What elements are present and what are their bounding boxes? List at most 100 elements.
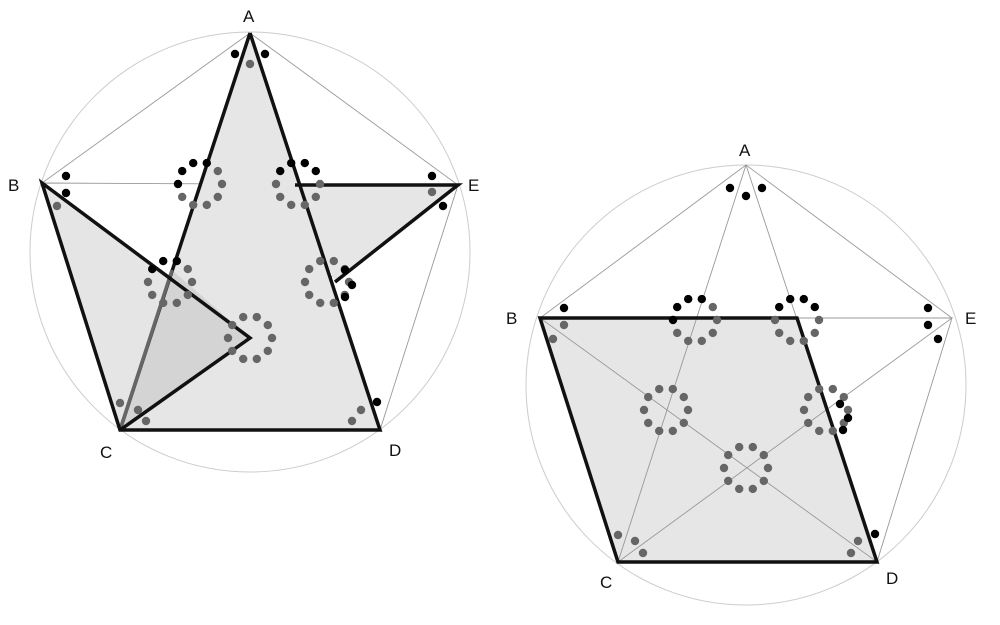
angle-dot	[287, 158, 296, 168]
angle-dot	[748, 484, 757, 494]
vertex-label-b: B	[8, 176, 19, 195]
angle-dot	[741, 191, 751, 201]
angle-dot	[61, 188, 71, 198]
angle-dot	[133, 405, 143, 415]
angle-dot	[228, 320, 237, 330]
angle-dot	[804, 418, 813, 428]
angle-dot	[189, 200, 198, 210]
angle-dot	[187, 277, 197, 287]
angle-dot	[839, 392, 848, 402]
angle-dot	[712, 315, 722, 325]
angle-dot	[329, 256, 338, 266]
angle-dot	[668, 315, 678, 325]
angle-dot	[843, 405, 853, 415]
angle-dot	[748, 442, 757, 452]
overlap-region	[120, 270, 250, 430]
angle-dot	[172, 298, 181, 308]
angle-dot	[178, 192, 187, 202]
angle-dot	[143, 277, 153, 287]
angle-dot	[759, 476, 768, 486]
angle-dot	[230, 49, 240, 59]
angle-dot	[228, 346, 237, 356]
angle-dot	[172, 256, 181, 266]
angle-dot	[725, 183, 735, 193]
vertex-label-e: E	[965, 309, 976, 328]
angle-dot	[613, 530, 623, 540]
angle-dot	[697, 294, 706, 304]
angle-dot	[300, 277, 310, 287]
angle-dot	[347, 280, 357, 290]
angle-dot	[148, 290, 157, 300]
angle-dot	[786, 294, 795, 304]
angle-dot	[923, 320, 933, 330]
angle-dot	[735, 484, 744, 494]
angle-dot	[347, 416, 357, 426]
angle-dot	[267, 333, 277, 343]
angle-dot	[804, 392, 813, 402]
vertex-label-c: C	[100, 443, 112, 462]
angle-dot	[673, 328, 682, 338]
angle-dot	[213, 192, 222, 202]
angle-dot	[159, 298, 168, 308]
angle-dot	[148, 264, 157, 274]
angle-dot	[655, 384, 664, 394]
angle-dot	[846, 548, 856, 558]
edge-ac-hidden	[118, 269, 174, 431]
vertex-label-d: D	[389, 441, 401, 460]
angle-dot	[548, 334, 558, 344]
angle-dot	[835, 399, 845, 409]
angle-dot	[759, 450, 768, 460]
angle-dot	[189, 158, 198, 168]
angle-dot	[305, 264, 314, 274]
angle-dot	[735, 442, 744, 452]
angle-dot	[239, 312, 248, 322]
angle-dot	[427, 187, 437, 197]
angle-dot	[300, 158, 309, 168]
angle-dot	[763, 463, 773, 473]
right-figure: A B C D E	[506, 141, 976, 606]
angle-dot	[810, 328, 819, 338]
angle-dot	[719, 463, 729, 473]
angle-dot	[217, 179, 227, 189]
angle-dot	[245, 59, 255, 69]
angle-dot	[141, 416, 151, 426]
angle-dot	[276, 192, 285, 202]
angle-dot	[775, 302, 784, 312]
angle-dot	[828, 384, 837, 394]
angle-dot	[838, 425, 848, 435]
dots-left	[52, 49, 448, 426]
angle-dot	[559, 320, 569, 330]
angle-dot	[799, 336, 808, 346]
vertex-label-a: A	[739, 141, 751, 160]
angle-dot	[843, 413, 853, 423]
vertex-label-a: A	[243, 7, 255, 26]
angle-dot	[853, 536, 863, 546]
angle-dot	[315, 179, 325, 189]
angle-dot	[655, 426, 664, 436]
thick-flap	[295, 183, 464, 284]
angle-dot	[708, 328, 717, 338]
angle-dot	[639, 405, 649, 415]
angle-dot	[799, 405, 809, 415]
angle-dot	[644, 418, 653, 428]
angle-dot	[329, 298, 338, 308]
angle-dot	[799, 294, 808, 304]
angle-dot	[276, 166, 285, 176]
angle-dot	[724, 476, 733, 486]
angle-dot	[684, 294, 693, 304]
angle-dot	[810, 302, 819, 312]
angle-dot	[173, 179, 183, 189]
vertex-label-d: D	[886, 569, 898, 588]
angle-dot	[757, 183, 767, 193]
angle-dot	[644, 392, 653, 402]
angle-dot	[252, 354, 261, 364]
angle-dot	[923, 303, 933, 313]
thick-parallelogram	[537, 316, 880, 564]
angle-dot	[683, 405, 693, 415]
angle-dot	[815, 426, 824, 436]
angle-dot	[770, 315, 780, 325]
angle-dot	[52, 201, 62, 211]
vertex-label-c: C	[600, 573, 612, 592]
angle-dot	[684, 336, 693, 346]
